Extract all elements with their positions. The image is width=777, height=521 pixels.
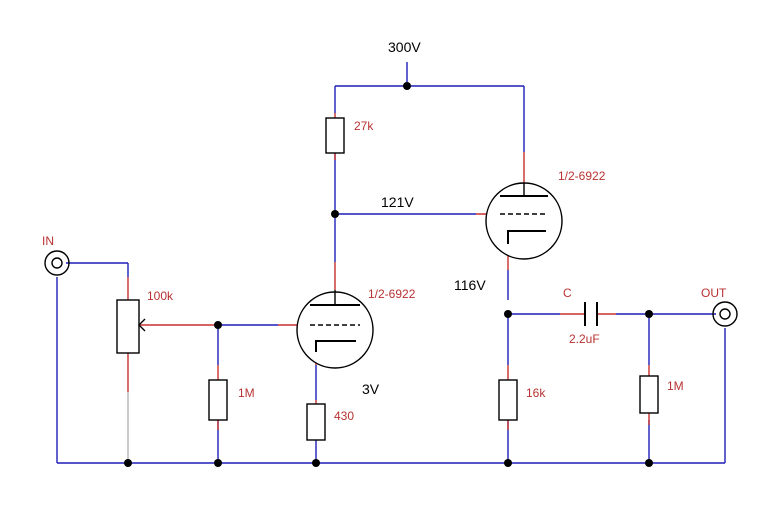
input-jack-label: IN xyxy=(42,234,54,248)
tube-v2 xyxy=(485,182,563,260)
resistor-1m-grid-label: 1M xyxy=(238,386,255,400)
resistor-27k-label: 27k xyxy=(354,119,374,133)
resistor-430-label: 430 xyxy=(334,409,354,423)
input-jack xyxy=(44,250,70,276)
resistor-27k xyxy=(325,117,345,154)
resistor-16k-label: 16k xyxy=(526,386,546,400)
tube-v2-label: 1/2-6922 xyxy=(558,169,606,183)
tube-v1-label: 1/2-6922 xyxy=(368,287,416,301)
supply-voltage-label: 300V xyxy=(388,39,421,55)
output-jack-label: OUT xyxy=(701,286,727,300)
resistor-1m-out-label: 1M xyxy=(667,379,684,393)
tube-v1 xyxy=(296,290,374,369)
resistor-16k xyxy=(498,379,518,421)
resistor-1m-out xyxy=(639,375,659,414)
resistor-1m-grid xyxy=(208,379,228,421)
v1-cathode-voltage-label: 3V xyxy=(362,381,380,397)
capacitor-c xyxy=(584,302,598,326)
component-leads xyxy=(127,113,650,463)
capacitor-value-label: 2.2uF xyxy=(569,332,600,346)
potentiometer-100k xyxy=(116,299,146,354)
resistor-430 xyxy=(306,403,326,441)
junction-dots xyxy=(124,82,653,467)
pot-label: 100k xyxy=(147,289,174,303)
capacitor-name-label: C xyxy=(563,286,572,300)
v1-plate-voltage-label: 121V xyxy=(381,194,414,210)
v2-cathode-voltage-label: 116V xyxy=(454,277,486,293)
wires xyxy=(56,62,726,464)
output-jack xyxy=(712,301,738,327)
